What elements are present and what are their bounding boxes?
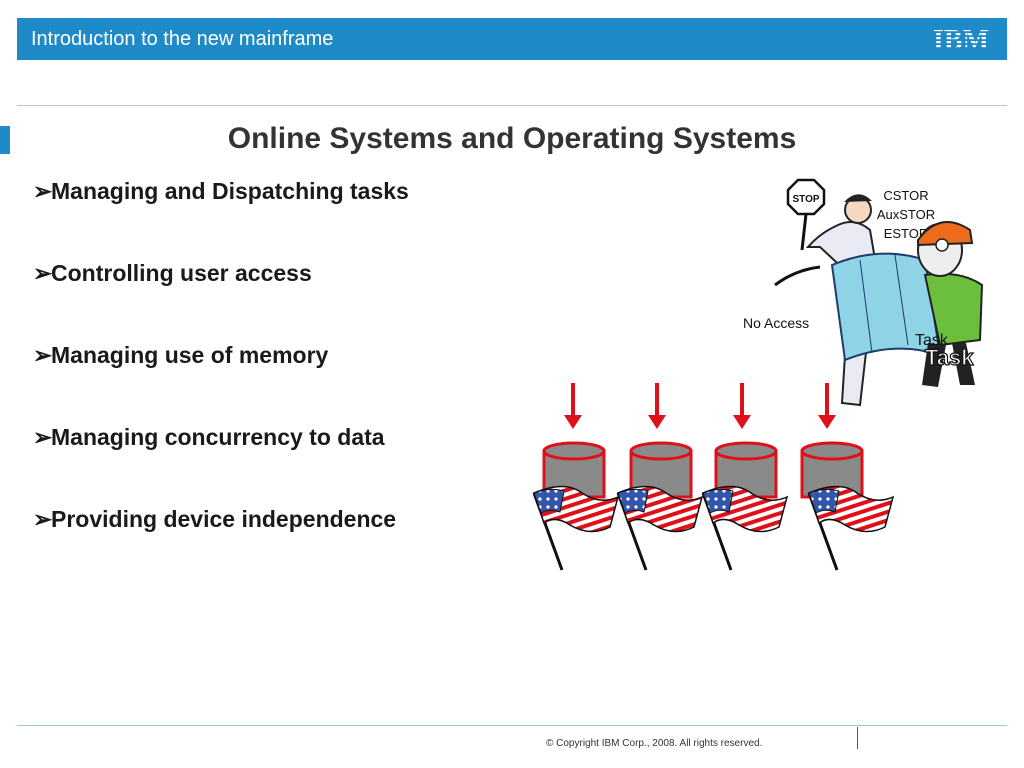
slide-title: Online Systems and Operating Systems [227, 122, 797, 155]
task-label: Task [915, 332, 949, 349]
storage-label-estor: ESTOR [884, 226, 929, 241]
bullet-text: Managing and Dispatching tasks [51, 178, 409, 204]
stop-sign-label: STOP [792, 194, 819, 205]
bullet-list: ➢Managing and Dispatching tasks ➢Control… [33, 178, 409, 588]
bullet-arrow-icon: ➢ [33, 178, 53, 204]
header-title: Introduction to the new mainframe [31, 28, 334, 50]
no-access-label: No Access [743, 315, 809, 331]
bullet-item: ➢Managing concurrency to data [33, 424, 409, 506]
bullet-arrow-icon: ➢ [33, 424, 53, 450]
flag-icon [532, 485, 620, 571]
storage-label-auxstor: AuxSTOR [877, 207, 935, 222]
bullet-text: Controlling user access [51, 260, 312, 286]
bullet-item: ➢Managing use of memory [33, 342, 409, 424]
header-bar: Introduction to the new mainframe IBM [17, 18, 1007, 60]
copyright-text: © Copyright IBM Corp., 2008. All rights … [546, 738, 763, 749]
arrow-down-icon [648, 383, 666, 429]
bullet-arrow-icon: ➢ [33, 506, 53, 532]
worker-icon: Task Task [915, 221, 984, 387]
bullet-text: Providing device independence [51, 506, 397, 532]
footer-rule [17, 725, 1007, 726]
bullet-text: Managing concurrency to data [51, 424, 385, 450]
bullet-arrow-icon: ➢ [33, 342, 53, 368]
arrow-down-icon [733, 383, 751, 429]
ibm-logo-text: IBM [933, 25, 989, 53]
ibm-logo: IBM [933, 25, 989, 53]
footer-divider [857, 727, 858, 749]
side-marker [0, 126, 10, 154]
storage-label-cstor: CSTOR [883, 188, 928, 203]
flag-icon [701, 485, 789, 571]
illustration: STOP CSTOR AuxSTOR ESTOR Task Task No Ac… [532, 178, 984, 571]
flag-icon [807, 485, 895, 571]
top-rule [17, 105, 1007, 106]
bullet-text: Managing use of memory [51, 342, 329, 368]
bullet-item: ➢Managing and Dispatching tasks [33, 178, 409, 260]
flag-icon [616, 485, 704, 571]
bullet-arrow-icon: ➢ [33, 260, 53, 286]
bullet-item: ➢Controlling user access [33, 260, 409, 342]
bullet-item: ➢Providing device independence [33, 506, 409, 588]
arrow-down-icon [564, 383, 582, 429]
arrow-down-icon [818, 383, 836, 429]
stop-sign-icon: STOP [786, 178, 826, 216]
task-sign: Task [925, 345, 974, 370]
